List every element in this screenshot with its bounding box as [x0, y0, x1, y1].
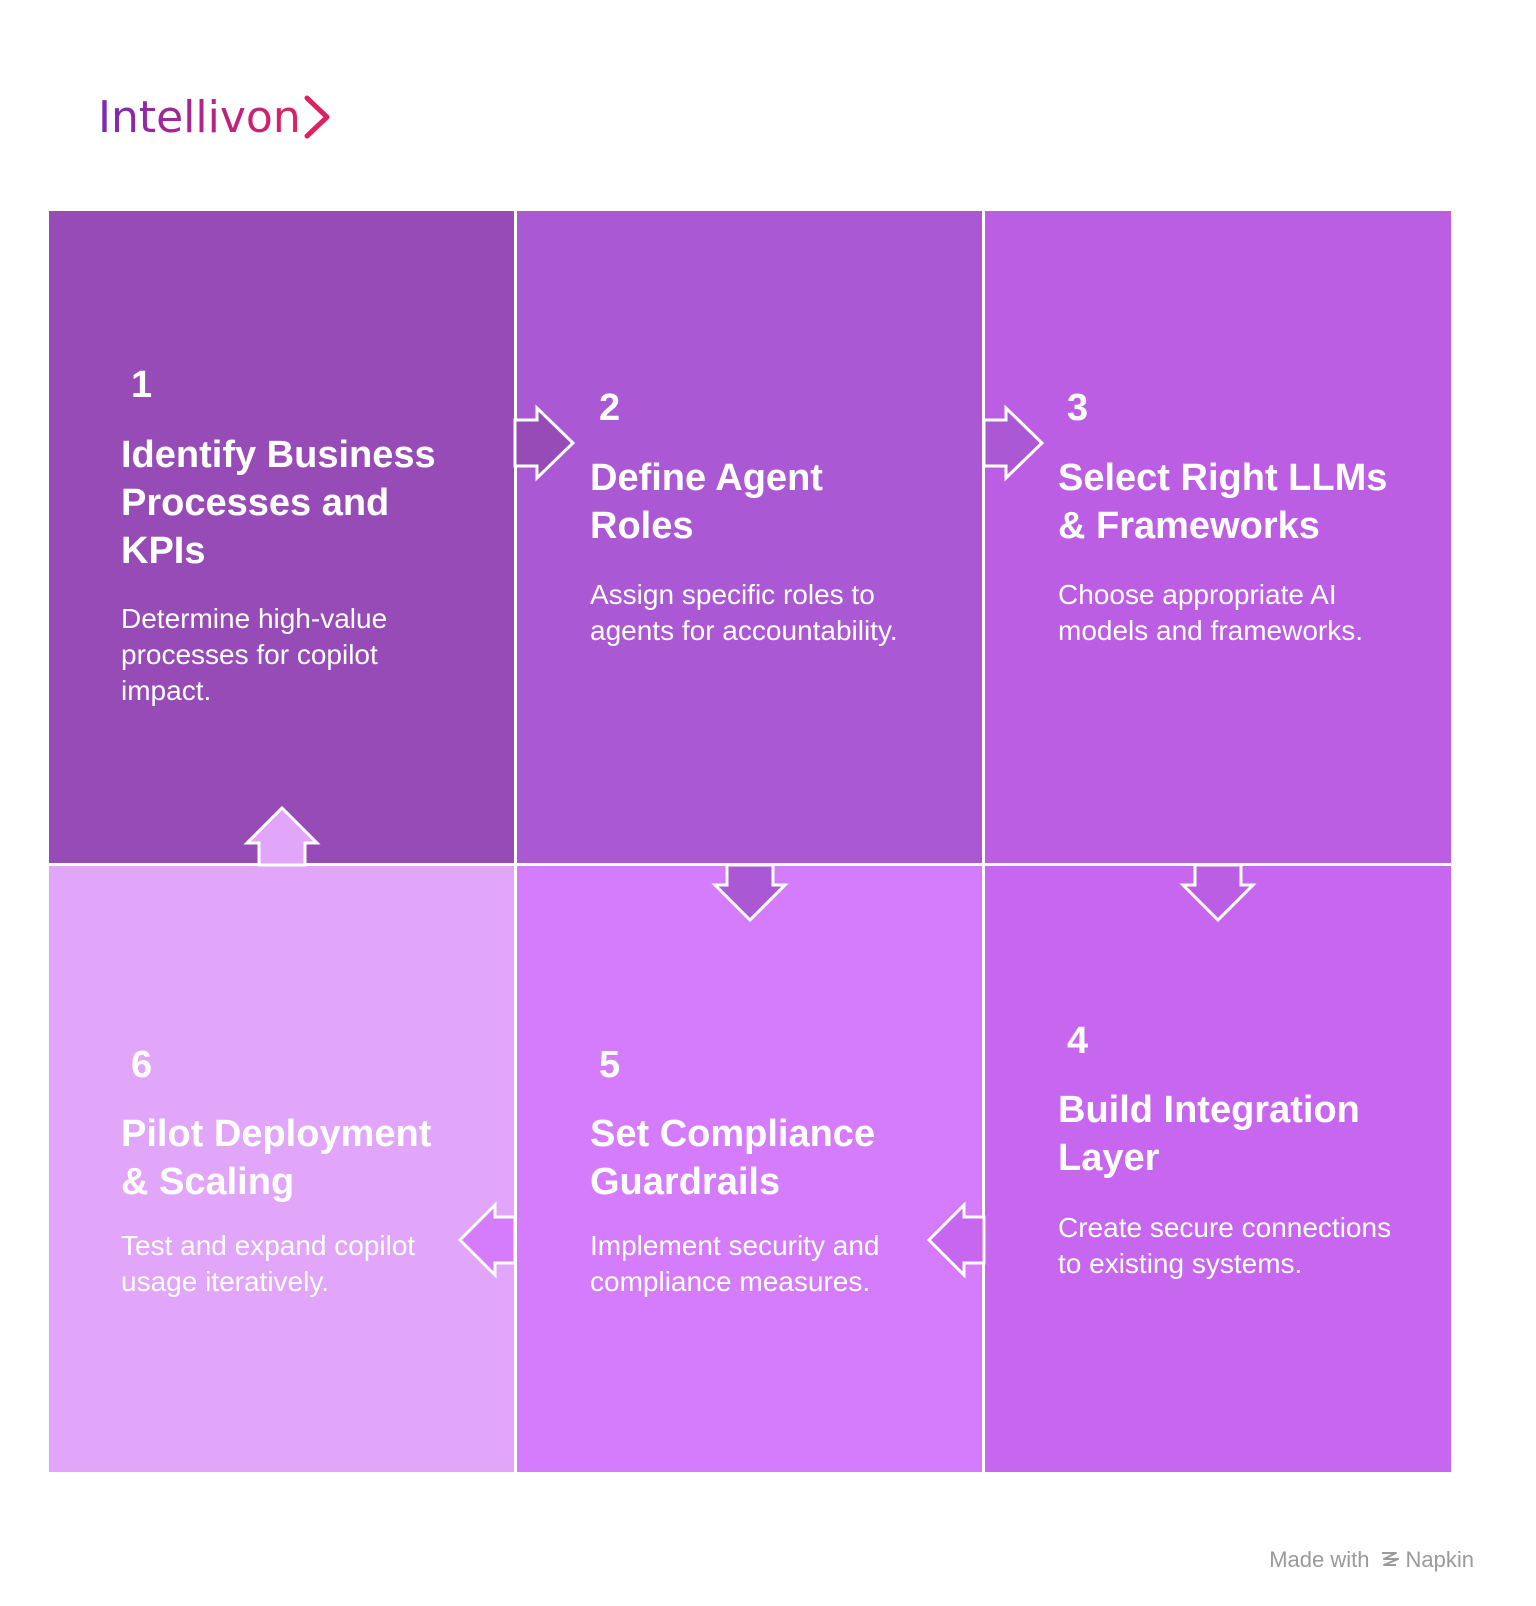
step-card-4: 4 Build Integration Layer Create secure …	[985, 866, 1451, 1472]
step-number: 2	[599, 387, 621, 429]
step-title: Select Right LLMs & Frameworks	[1058, 457, 1388, 547]
step-title: Pilot Deployment & Scaling	[121, 1113, 432, 1203]
napkin-logo-icon	[1381, 1552, 1399, 1566]
step-description: Choose appropriate AI models and framewo…	[1058, 579, 1364, 646]
step-title: Set Compliance Guardrails	[590, 1113, 876, 1203]
step-description: Determine high-value processes for copil…	[121, 603, 388, 706]
napkin-label: Napkin	[1405, 1547, 1474, 1572]
step-card-1: 1 Identify Business Processes and KPIs D…	[49, 211, 514, 863]
step-title: Identify Business Processes and KPIs	[121, 434, 436, 572]
step-description: Implement security and compliance measur…	[590, 1230, 880, 1297]
step-title: Define Agent Roles	[590, 457, 823, 547]
step-number: 6	[131, 1044, 153, 1086]
chevron-right-icon	[304, 95, 330, 139]
step-number: 3	[1067, 387, 1089, 429]
step-card-5: 5 Set Compliance Guardrails Implement se…	[517, 866, 982, 1472]
napkin-brand: Napkin	[1380, 1547, 1474, 1573]
step-number: 1	[131, 364, 153, 406]
step-title: Build Integration Layer	[1058, 1089, 1360, 1179]
brand-name-text: Intellivon	[98, 92, 301, 143]
step-number: 5	[599, 1044, 621, 1086]
step-number: 4	[1067, 1020, 1089, 1062]
step-description: Create secure connections to existing sy…	[1058, 1212, 1392, 1279]
made-with-napkin: Made with Napkin	[1269, 1547, 1474, 1573]
step-card-2: 2 Define Agent Roles Assign specific rol…	[517, 211, 982, 863]
step-card-3: 3 Select Right LLMs & Frameworks Choose …	[985, 211, 1451, 863]
step-description: Test and expand copilot usage iterativel…	[121, 1230, 416, 1297]
made-with-label: Made with	[1269, 1547, 1370, 1572]
step-card-6: 6 Pilot Deployment & Scaling Test and ex…	[49, 866, 514, 1472]
brand-name: Intellivon	[98, 92, 301, 143]
brand-logo: Intellivon	[98, 92, 332, 143]
step-description: Assign specific roles to agents for acco…	[590, 579, 898, 646]
